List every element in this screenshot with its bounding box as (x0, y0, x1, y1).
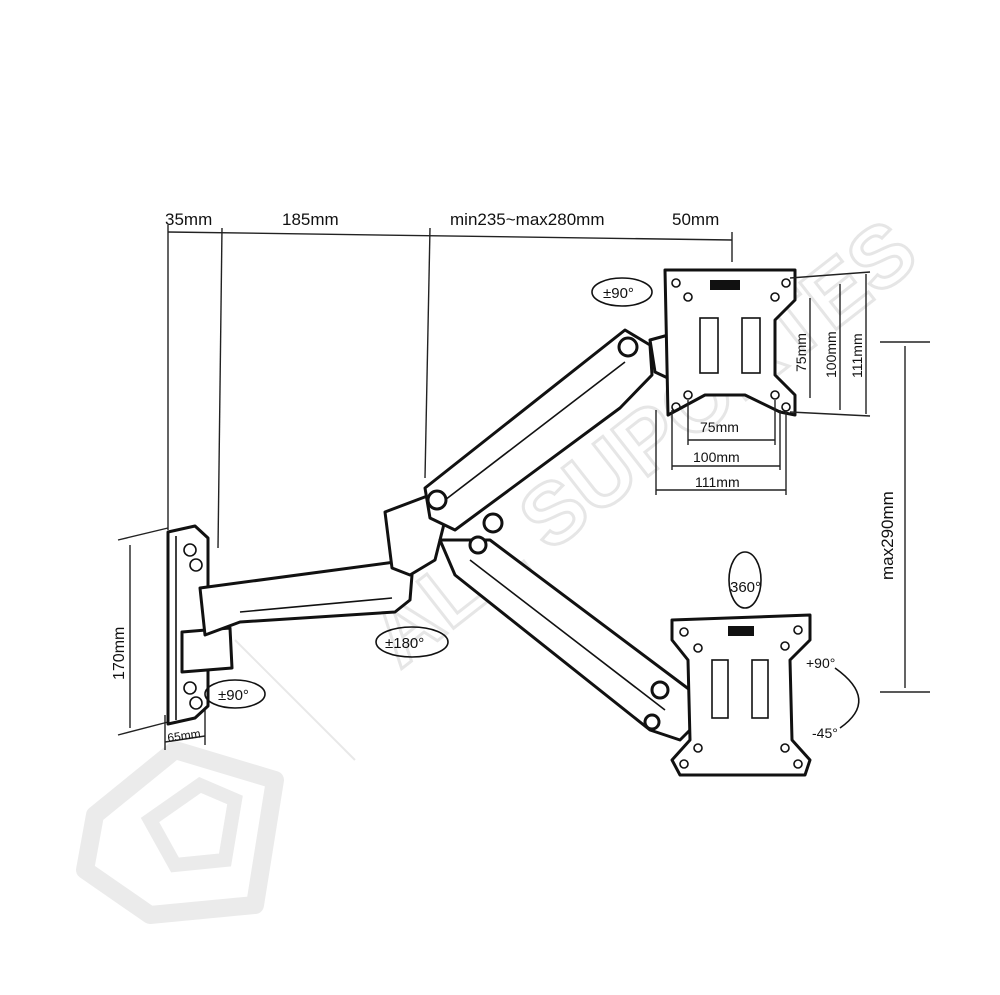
vesa-v111-label: 111mm (849, 333, 865, 378)
vesa-h111-label: 111mm (695, 474, 740, 490)
tilt-arrow (834, 667, 860, 729)
vesa-h75-label: 75mm (700, 419, 739, 435)
dim-wall-offset: 35mm (165, 210, 212, 229)
plate-width-dimension (164, 705, 206, 750)
vesa-v100-label: 100mm (823, 331, 839, 378)
dim-tilt-offset: 50mm (672, 210, 719, 229)
rotation-arrow-joint (375, 626, 449, 658)
vesa-vertical-dims (789, 271, 871, 417)
top-dimension-line (167, 225, 733, 549)
vesa-v75-label: 75mm (793, 333, 809, 372)
second-arm-lower (438, 535, 702, 742)
rotation-arrow-360 (728, 551, 762, 609)
dim-second-arm: min235~max280mm (450, 210, 605, 229)
tilt-down: -45° (812, 725, 838, 741)
vesa-plate-upper (663, 268, 797, 417)
plate-height-dimension (117, 527, 169, 736)
dim-plate-width: 65mm (166, 726, 201, 745)
rotation-top-swivel: ±90° (603, 285, 634, 302)
dim-first-arm: 185mm (282, 210, 339, 229)
dim-plate-height: 170mm (111, 627, 128, 680)
second-arm-upper (423, 328, 690, 534)
dim-max-height: max290mm (878, 491, 897, 580)
watermark-logo (76, 639, 356, 924)
rotation-360: 360° (730, 579, 761, 596)
tilt-up: +90° (806, 655, 835, 671)
rotation-arrow-top (591, 277, 653, 307)
rotation-wall-swivel: ±90° (218, 687, 249, 704)
max-height-dimension (880, 341, 930, 693)
wall-plate (166, 524, 234, 726)
rotation-joint-swivel: ±180° (385, 635, 424, 652)
vesa-horizontal-dims (655, 400, 787, 495)
vesa-h100-label: 100mm (693, 449, 740, 465)
rotation-arrow-wall (204, 679, 266, 709)
vesa-plate-lower (670, 613, 812, 777)
